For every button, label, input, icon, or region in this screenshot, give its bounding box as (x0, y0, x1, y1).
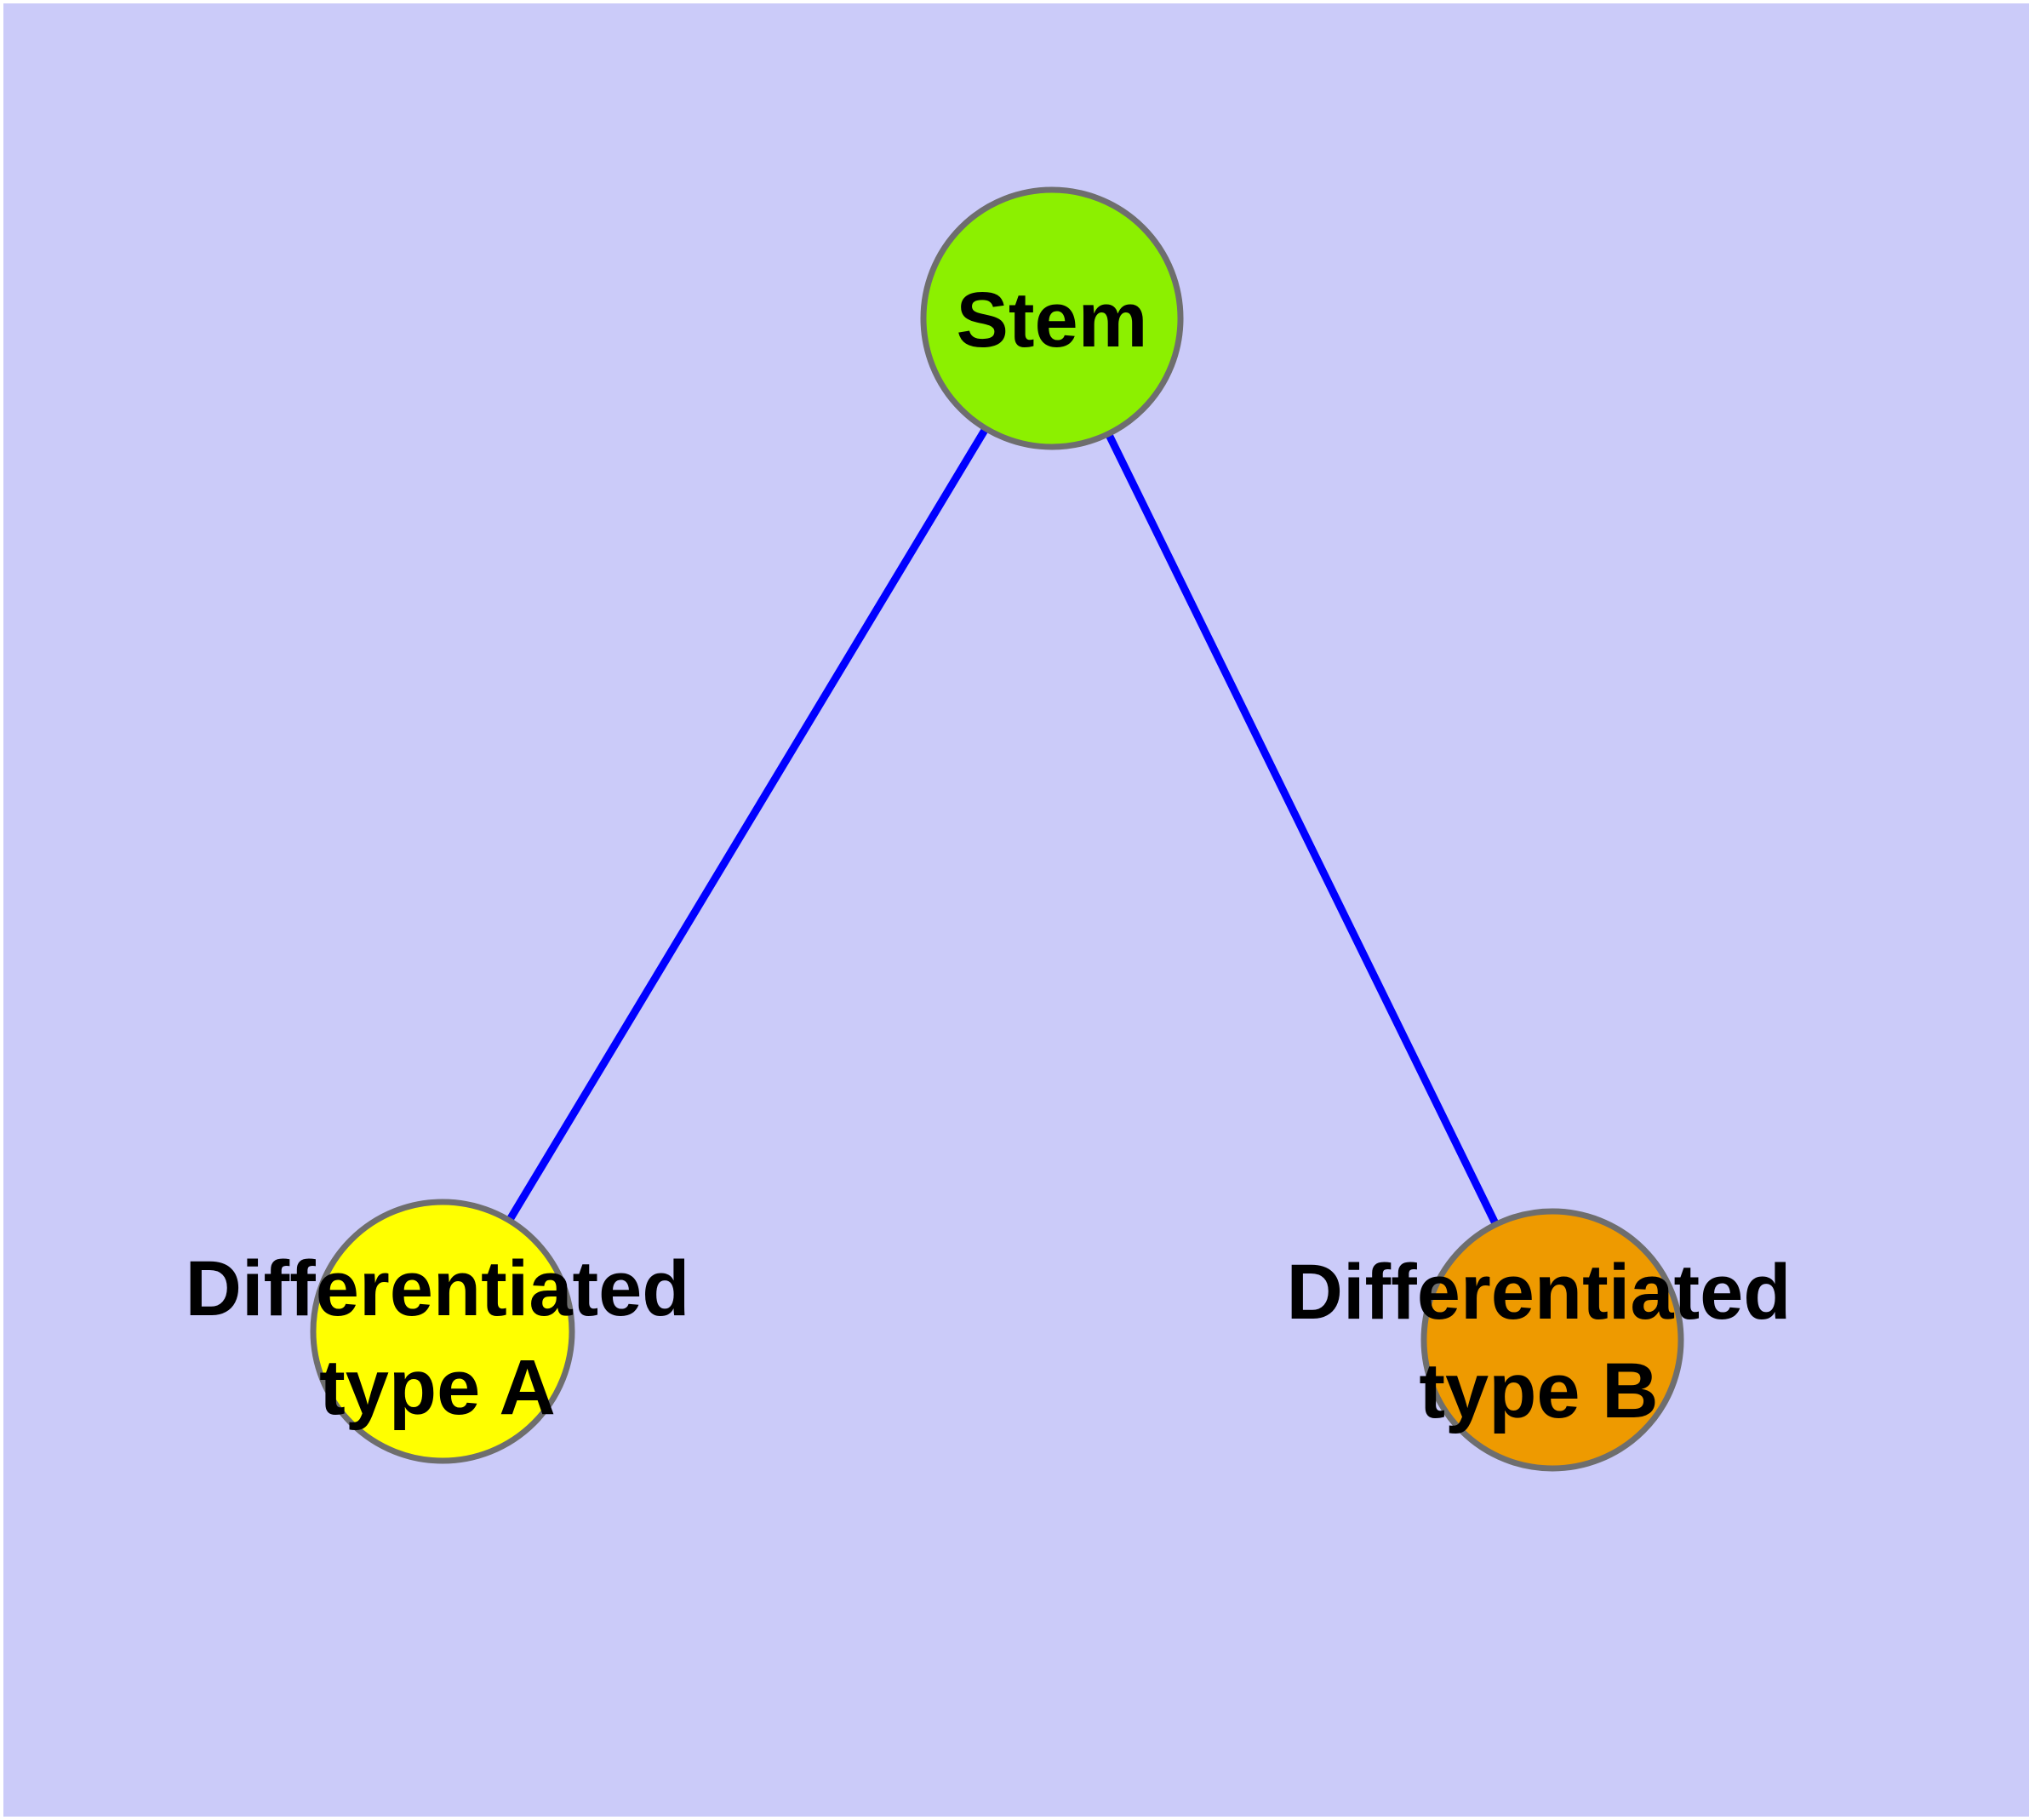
edge-stem-to-type-a (439, 316, 1055, 1334)
node-differentiated-type-a-label: Differentiated type A (185, 1245, 690, 1431)
node-stem-circle (920, 186, 1184, 450)
node-differentiated-type-b-circle (1420, 1208, 1684, 1472)
edge-stem-to-type-b (1048, 317, 1557, 1342)
node-stem-label: Stem (956, 277, 1148, 363)
node-differentiated-type-b-label: Differentiated type B (1286, 1249, 1792, 1434)
node-differentiated-type-a-circle (310, 1199, 575, 1464)
